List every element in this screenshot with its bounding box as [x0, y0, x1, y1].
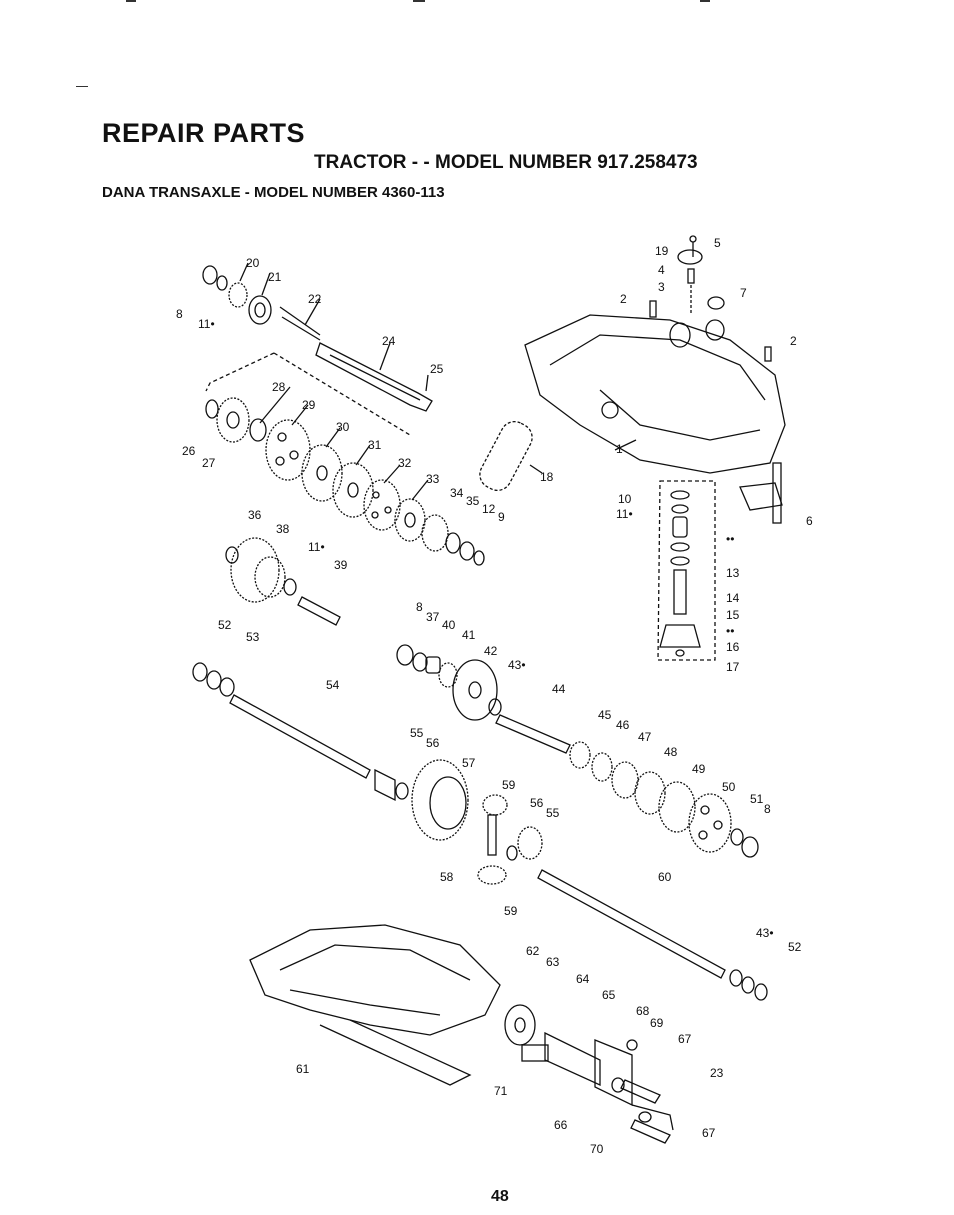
callout-label: 50: [722, 780, 736, 794]
callout-label: 17: [726, 660, 740, 674]
callout-label: 57: [462, 756, 476, 770]
callout-label: 8: [416, 600, 423, 614]
callout-label: 22: [308, 292, 322, 306]
scan-mark: [76, 86, 88, 87]
callout-label: 55: [410, 726, 424, 740]
callout-label: 10: [618, 492, 632, 506]
callout-label: 32: [398, 456, 412, 470]
scan-mark: [126, 0, 136, 2]
callout-label: 68: [636, 1004, 650, 1018]
callout-label: 15: [726, 608, 740, 622]
callout-label: 41: [462, 628, 476, 642]
callout-label: 59: [502, 778, 516, 792]
callout-label: 6: [806, 514, 813, 528]
callout-label: 2: [790, 334, 797, 348]
callout-label: 64: [576, 972, 590, 986]
callout-label: 18: [540, 470, 554, 484]
callout-label: 20: [246, 256, 260, 270]
callout-label: 26: [182, 444, 196, 458]
callout-label: 43•: [756, 926, 774, 940]
callout-label: 63: [546, 955, 560, 969]
tractor-model-heading: TRACTOR - - MODEL NUMBER 917.258473: [314, 152, 698, 173]
callout-label: 51: [750, 792, 764, 806]
callout-label: 62: [526, 944, 540, 958]
callout-label: 52: [218, 618, 232, 632]
callout-label: 49: [692, 762, 706, 776]
callout-label: 9: [498, 510, 505, 524]
scan-mark: [413, 0, 425, 2]
callout-label: 29: [302, 398, 316, 412]
callout-label: 1: [616, 442, 623, 456]
callout-label: 5: [714, 236, 721, 250]
callout-label: 60: [658, 870, 672, 884]
callout-label: 66: [554, 1118, 568, 1132]
callout-label: 19: [655, 244, 669, 258]
callout-label: 24: [382, 334, 396, 348]
callout-label: 25: [430, 362, 444, 376]
callout-label: 56: [426, 736, 440, 750]
callout-label: 55: [546, 806, 560, 820]
callout-label: 56: [530, 796, 544, 810]
callout-label: 12: [482, 502, 496, 516]
callout-label: 67: [678, 1032, 692, 1046]
callout-label: 14: [726, 591, 740, 605]
callout-label: 3: [658, 280, 665, 294]
callout-label: 7: [740, 286, 747, 300]
callout-label: 33: [426, 472, 440, 486]
callout-label: 67: [702, 1126, 716, 1140]
callout-label: 42: [484, 644, 498, 658]
callout-label: 71: [494, 1084, 508, 1098]
callout-label: 53: [246, 630, 260, 644]
callout-label: 48: [664, 745, 678, 759]
callout-label: 21: [268, 270, 282, 284]
callout-label: 30: [336, 420, 350, 434]
callout-label: 43•: [508, 658, 526, 672]
callout-label: 28: [272, 380, 286, 394]
callout-label: 4: [658, 263, 665, 277]
callout-label: 52: [788, 940, 802, 954]
callout-label: ••: [726, 532, 734, 546]
callout-label: 59: [504, 904, 518, 918]
callout-label: 61: [296, 1062, 310, 1076]
callout-label: 65: [602, 988, 616, 1002]
page-title: REPAIR PARTS: [102, 118, 306, 148]
callout-label: 35: [466, 494, 480, 508]
callout-label: 34: [450, 486, 464, 500]
callout-label: 46: [616, 718, 630, 732]
callout-label: ••: [726, 624, 734, 638]
callout-label: 44: [552, 682, 566, 696]
callout-label: 36: [248, 508, 262, 522]
callout-label: 16: [726, 640, 740, 654]
callout-label: 11•: [198, 317, 215, 331]
exploded-parts-diagram: 20 21 22 8 11• 24 25 26 27 28 29 30 31 3…: [176, 235, 813, 1156]
callout-label: 11•: [308, 540, 325, 554]
callout-label: 70: [590, 1142, 604, 1156]
callout-label: 11•: [616, 507, 633, 521]
page-number: 48: [491, 1188, 509, 1205]
callout-label: 37: [426, 610, 440, 624]
callout-label: 38: [276, 522, 290, 536]
callout-label: 54: [326, 678, 340, 692]
callout-label: 39: [334, 558, 348, 572]
callout-label: 58: [440, 870, 454, 884]
callout-label: 69: [650, 1016, 664, 1030]
callout-label: 45: [598, 708, 612, 722]
callout-label: 2: [620, 292, 627, 306]
callout-label: 23: [710, 1066, 724, 1080]
callout-label: 8: [764, 802, 771, 816]
callout-label: 8: [176, 307, 183, 321]
callout-label: 47: [638, 730, 652, 744]
scan-mark: [700, 0, 710, 2]
callout-label: 40: [442, 618, 456, 632]
callout-label: 31: [368, 438, 382, 452]
callout-label: 13: [726, 566, 740, 580]
transaxle-model-heading: DANA TRANSAXLE - MODEL NUMBER 4360-113: [102, 184, 445, 201]
callout-label: 27: [202, 456, 216, 470]
